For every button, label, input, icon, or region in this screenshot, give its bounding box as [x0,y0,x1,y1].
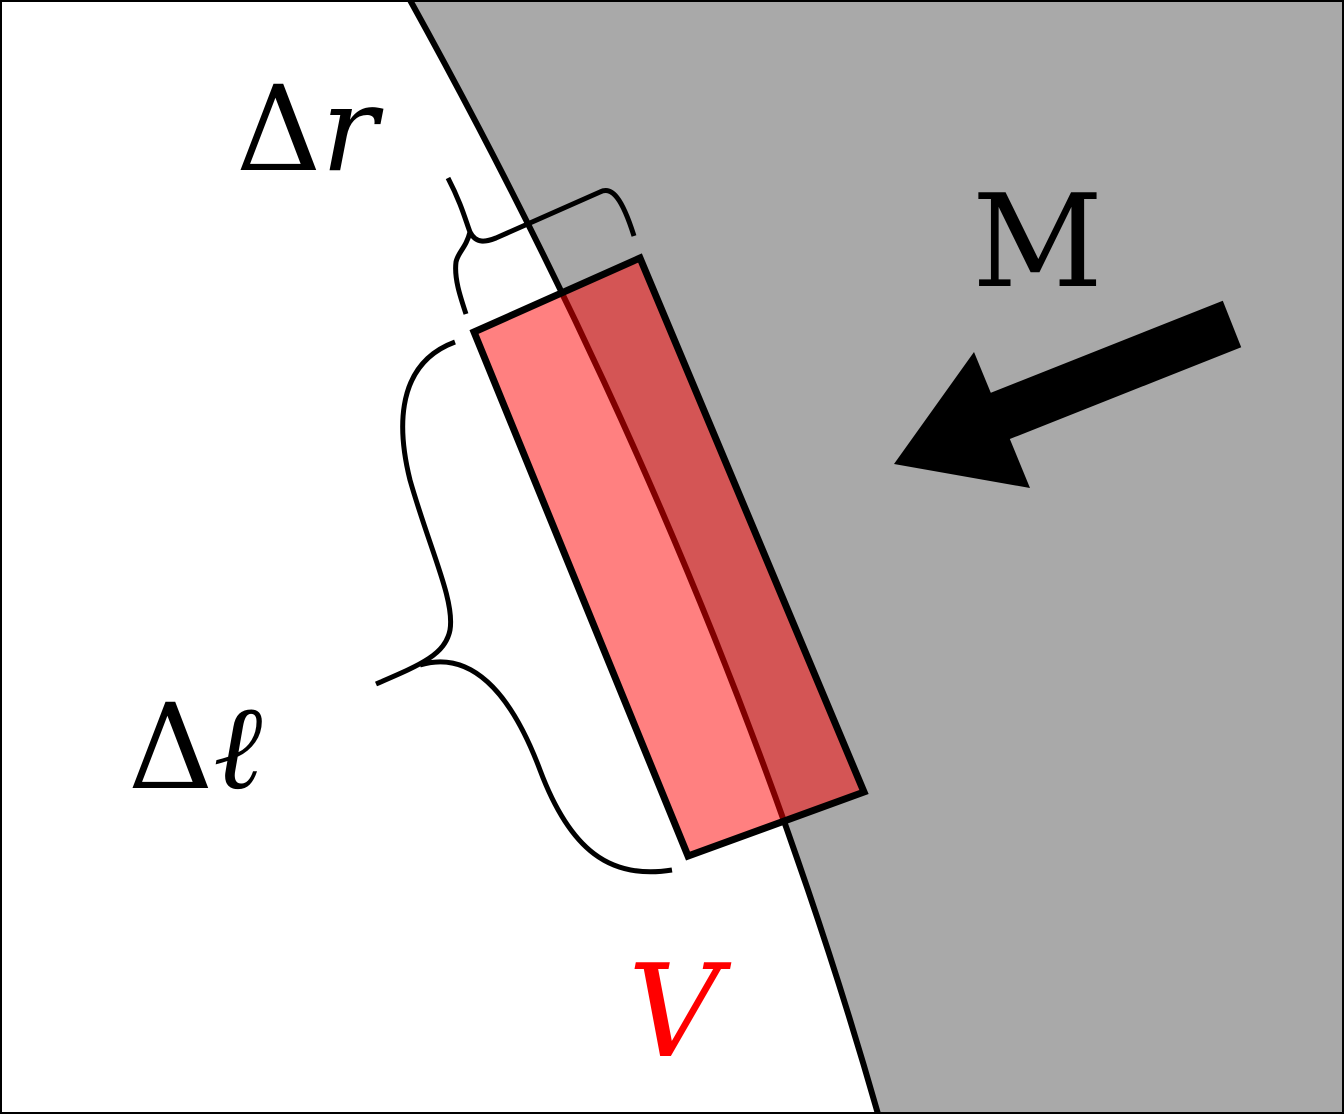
delta-l-prefix: Δ [128,678,213,816]
delta-r-var: r [321,60,384,198]
volume-label: V [628,938,732,1087]
delta-r-prefix: Δ [236,60,321,198]
delta-l-brace-upper [375,339,456,687]
volume-centerline [474,258,864,856]
delta-l-brace-lower [419,659,673,875]
delta-r-brace-tail [453,231,473,315]
arrow-shaft [980,300,1242,444]
magnetization-label: M [972,168,1103,317]
delta-r-brace [445,176,637,244]
delta-l-label: Δℓ [128,678,262,816]
volume-element-inside [474,258,864,856]
arrow-head [894,352,1030,488]
delta-l-var: ℓ [213,678,262,816]
volume-element-inside-group [474,258,864,856]
delta-r-label: Δr [236,60,384,198]
volume-element-outline [469,253,869,861]
magnetization-arrow-icon [894,300,1242,488]
